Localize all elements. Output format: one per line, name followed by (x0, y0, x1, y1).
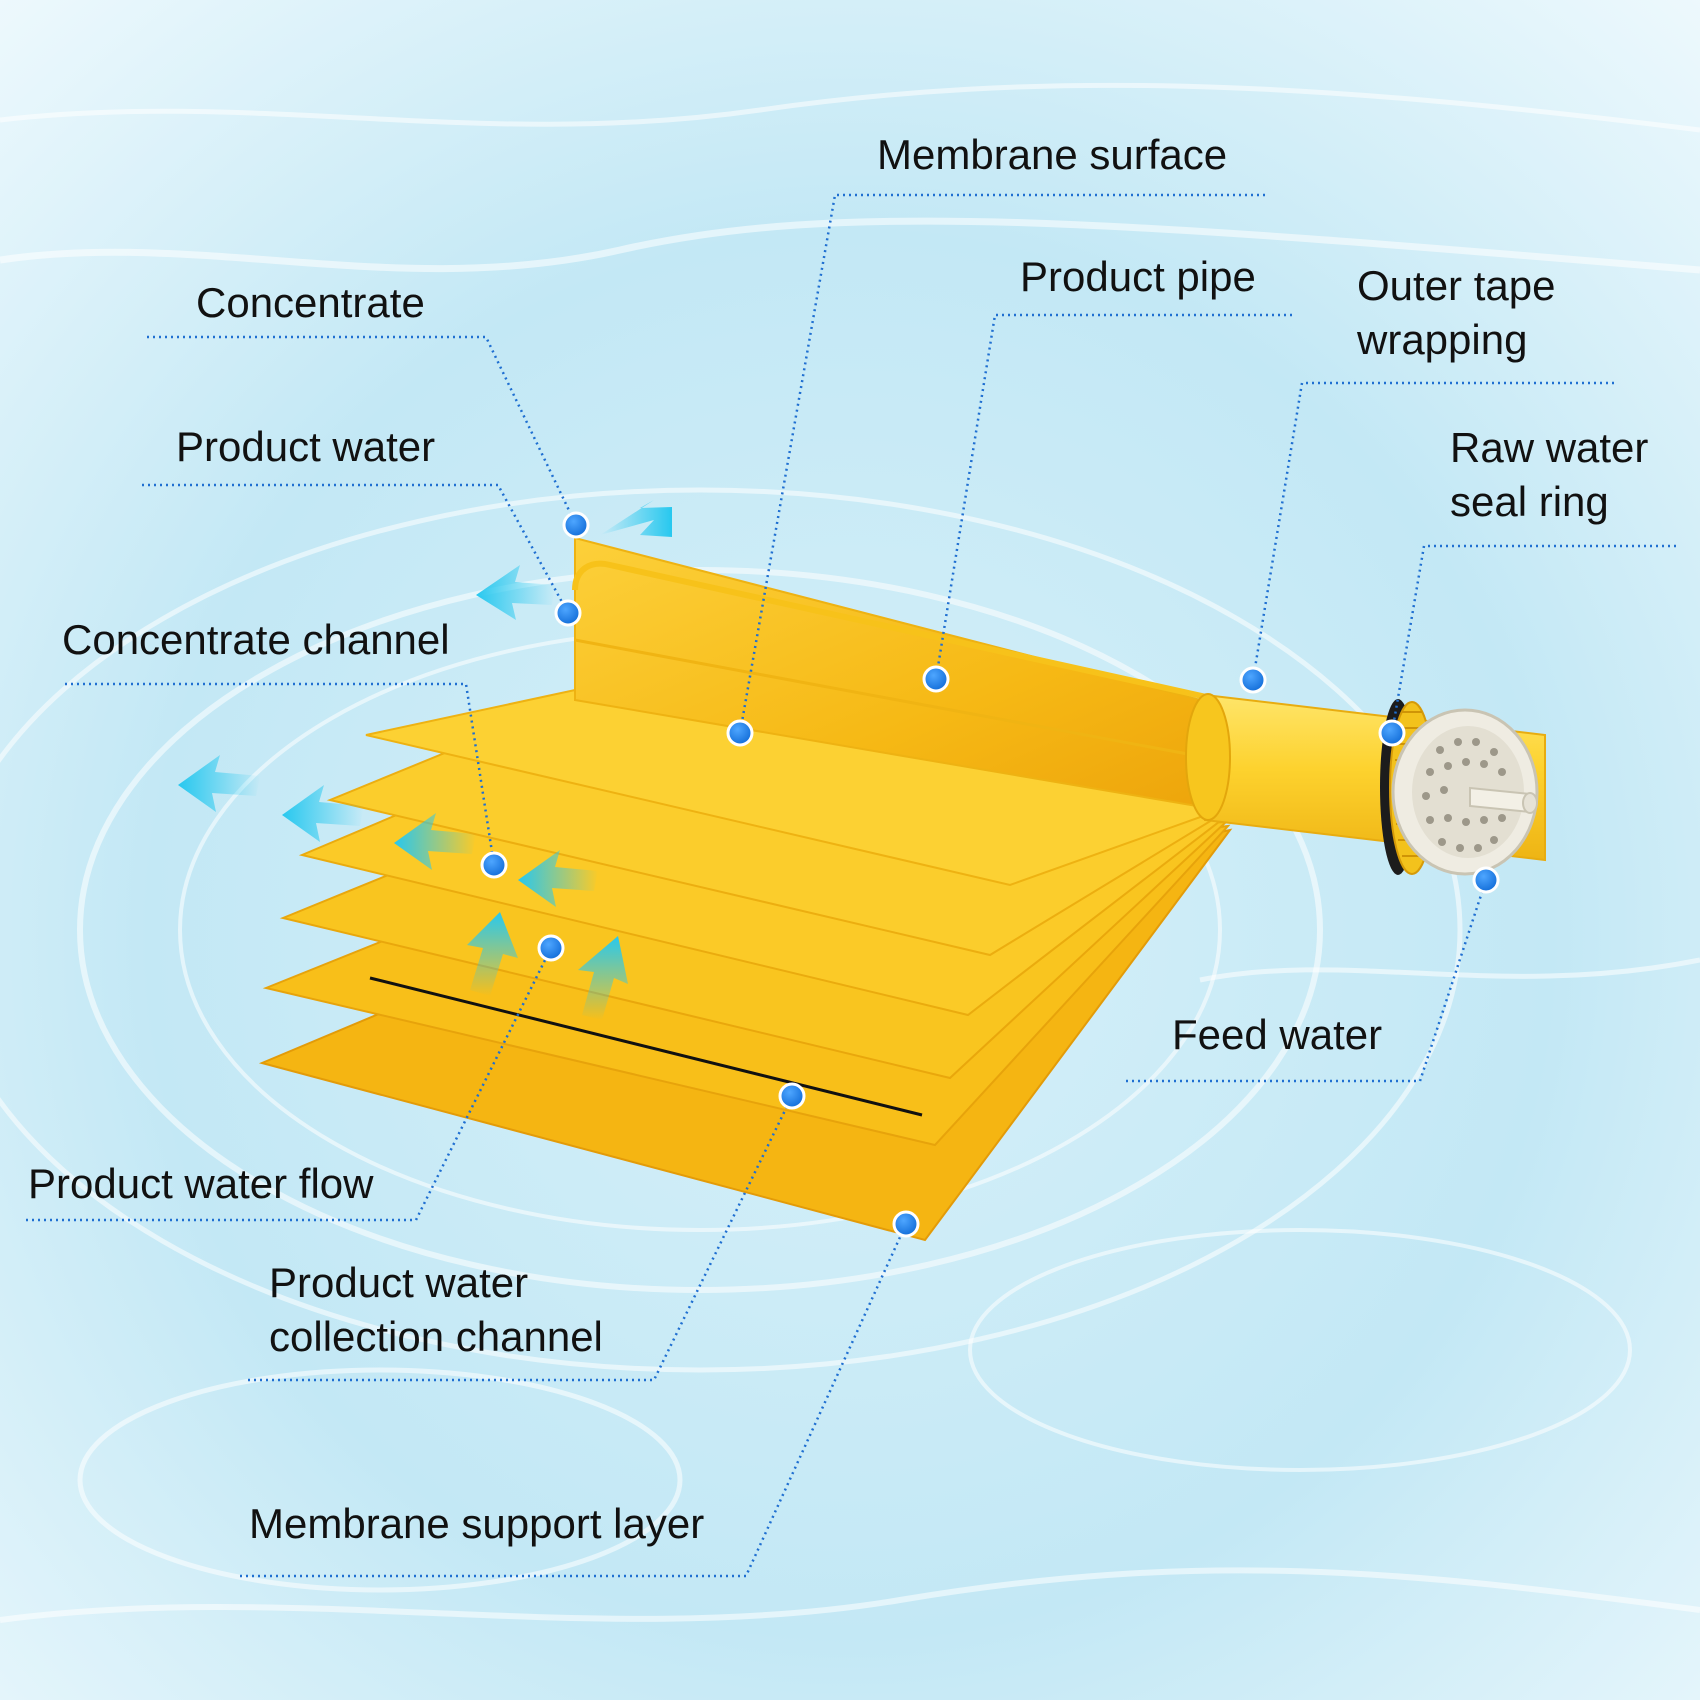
label-concentrate-channel: Concentrate channel (62, 616, 450, 663)
membrane-sheet-stack (258, 688, 1233, 1242)
callout-dots (480, 511, 1500, 1238)
leader-product-water (142, 483, 570, 614)
callout-dot-product-water (554, 599, 582, 627)
concentrate-flow-arrow (282, 785, 364, 842)
label-outer-tape-wrapping: Outer tape wrapping (1357, 259, 1555, 367)
leader-feed-water (1126, 879, 1488, 1083)
leader-product-water-flow (26, 947, 553, 1222)
concentrate-out-arrow (600, 500, 672, 537)
label-outer-tape-line2: wrapping (1357, 316, 1528, 363)
label-raw-water-seal-line1: Raw water (1450, 424, 1649, 471)
label-collection-channel-line1: Product water (269, 1259, 529, 1306)
callout-dot-support-layer (892, 1210, 920, 1238)
label-raw-water-seal-ring: Raw water seal ring (1450, 421, 1648, 529)
callout-dot-product-pipe (922, 665, 950, 693)
label-raw-water-seal-line2: seal ring (1450, 478, 1609, 525)
product-water-out-arrow (476, 565, 555, 620)
label-concentrate: Concentrate (196, 279, 425, 326)
panel-groove (574, 638, 1221, 762)
concentrate-flow-arrow (178, 755, 260, 812)
label-outer-tape-line1: Outer tape (1357, 262, 1556, 309)
product-water-flow-arrow (578, 936, 628, 1020)
label-membrane-support-layer: Membrane support layer (249, 1500, 705, 1547)
label-product-water: Product water (176, 423, 436, 470)
callout-dot-concentrate-channel (480, 851, 508, 879)
callout-dot-outer-tape (1239, 666, 1267, 694)
leader-outer-tape (1251, 381, 1614, 681)
label-collection-channel-line2: collection channel (269, 1313, 603, 1360)
leader-concentrate-channel (65, 682, 496, 866)
callout-dot-product-water-flow (537, 934, 565, 962)
end-cap (1391, 708, 1539, 876)
label-collection-channel: Product water collection channel (269, 1256, 603, 1364)
concentrate-flow-arrow (518, 850, 598, 907)
leader-raw-water-seal (1390, 544, 1676, 734)
product-water-flow-arrow (467, 912, 518, 996)
label-product-pipe: Product pipe (1020, 253, 1256, 300)
flow-arrows (178, 500, 672, 1020)
label-membrane-surface: Membrane surface (877, 131, 1228, 178)
membrane-divider-line (369, 976, 923, 1117)
callout-dot-membrane-surface (726, 719, 754, 747)
leader-lines (26, 193, 1676, 1578)
callout-dot-feed-water (1472, 866, 1500, 894)
leader-support-layer (240, 1223, 908, 1578)
callout-dot-collection-channel (778, 1082, 806, 1110)
panel-fold (572, 560, 1221, 703)
callout-dot-raw-water-seal (1378, 719, 1406, 747)
callout-dot-concentrate (562, 511, 590, 539)
label-product-water-flow: Product water flow (28, 1160, 374, 1207)
concentrate-flow-arrow (394, 813, 476, 870)
label-feed-water: Feed water (1172, 1011, 1383, 1058)
